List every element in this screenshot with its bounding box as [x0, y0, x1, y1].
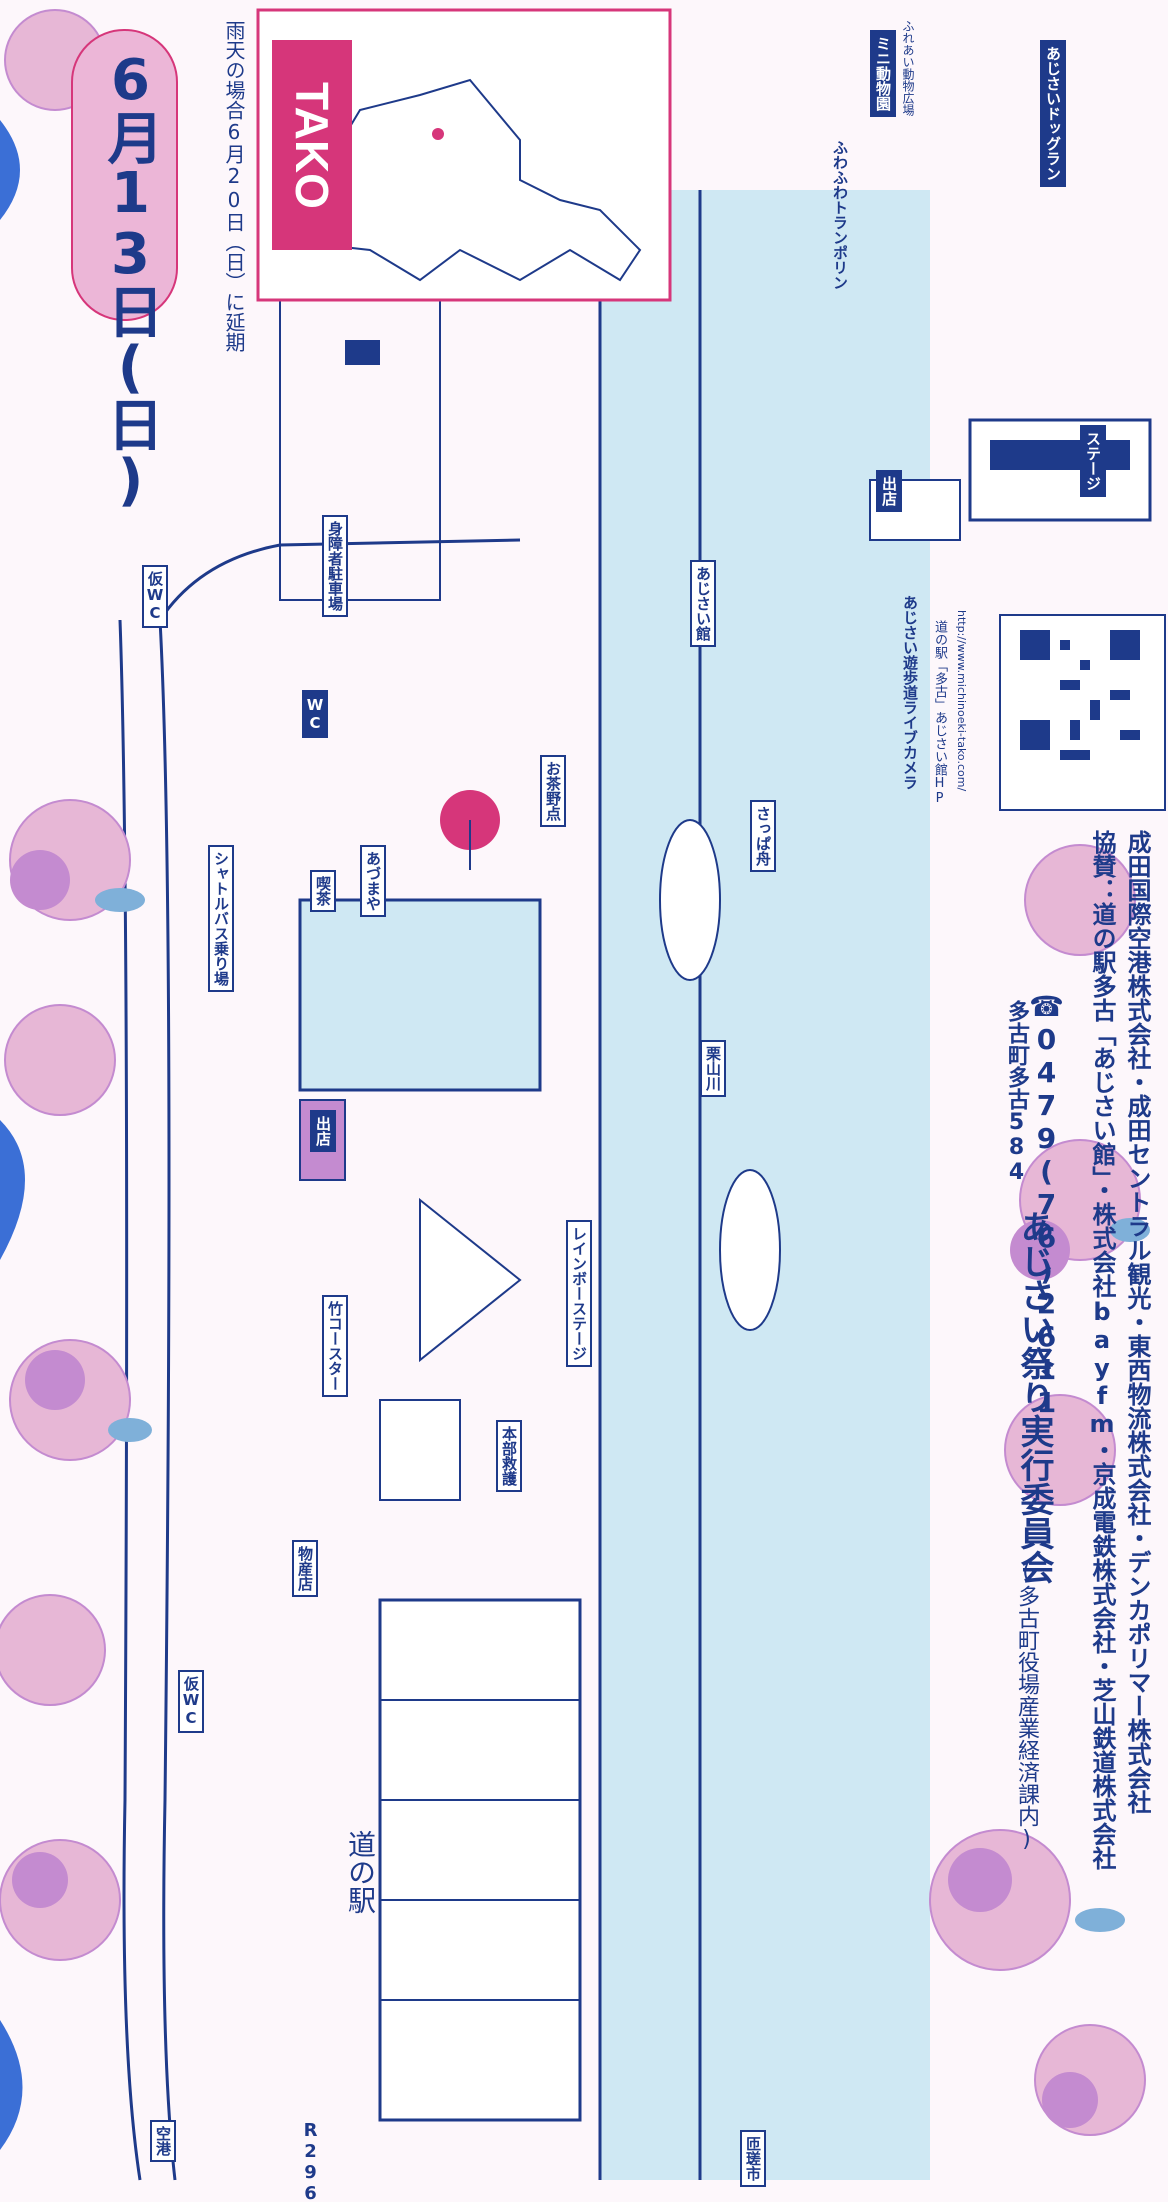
booth-label-1: 出店	[310, 1110, 336, 1152]
rainbow-stage-label: レインボーステージ	[566, 1220, 592, 1367]
route-296-label: R296	[300, 2120, 321, 2202]
sponsors-line-1: 協賛：道の駅多古「あじさい館」・株式会社bayfm・京成電鉄株式会社・芝山鉄道株…	[1088, 830, 1116, 1870]
kenpinten-label: 物産店	[292, 1540, 318, 1597]
ochanodate-label: お茶野点	[540, 755, 566, 827]
hq-rescue-label: 本部救護	[496, 1420, 522, 1492]
michinoeki-label: 道の駅	[344, 1830, 377, 1914]
committee-note: (多古町役場産業経済課内)	[1014, 1560, 1039, 1852]
station-building	[378, 1598, 582, 2122]
qr-line1: 道の駅「多古」あじさい館HP	[932, 620, 947, 806]
azumaya-label: あづまや	[360, 845, 386, 917]
pond	[298, 898, 542, 1092]
mini-zoo-label: ミニ動物園	[870, 30, 896, 117]
qr-caption: あじさい遊歩道ライブカメラ	[901, 595, 919, 790]
booth-label-2: 出店	[876, 470, 902, 512]
temp-wc-label-2: 仮WC	[178, 1670, 204, 1733]
rain-postpone-note: 雨天の場合6月20日（日）に延期	[222, 20, 246, 352]
sponsors-line-2: 成田国際空港株式会社・成田セントラル観光・東西物流株式会社・デンカポリマー株式会…	[1123, 830, 1151, 1814]
kissa-label: 喫茶	[310, 870, 336, 912]
wc-label: WC	[302, 690, 328, 738]
date-badge-bg	[71, 29, 178, 321]
disabled-parking-label: 身障者駐車場	[322, 515, 348, 617]
address: 多古町多古584	[1004, 1000, 1029, 1185]
qr-url[interactable]: http://www.michinoeki-tako.com/	[955, 610, 968, 792]
temp-wc-label-1: 仮WC	[142, 565, 168, 628]
inset-region-outline	[278, 78, 642, 282]
trampoline-label: ふわふわトランポリン	[831, 140, 849, 290]
phone: ☎0479(76)2611	[1030, 990, 1063, 1419]
car-icon	[345, 340, 380, 365]
map-pin-icon	[432, 128, 444, 140]
sappabune-label: さっぱ舟	[750, 800, 776, 872]
takeshi-coaster-label: 竹コースター	[322, 1295, 348, 1397]
to-airport-label: 空港	[150, 2120, 176, 2162]
shuttle-bus-stop-label: シャトルバス乗り場	[208, 845, 234, 992]
mini-zoo-sub-label: ふれあい動物広場	[901, 20, 915, 116]
qr-code	[1020, 630, 1140, 760]
ajisaikan-label: あじさい館	[690, 560, 716, 647]
committee-name: あじさい祭り実行委員会	[1014, 1210, 1054, 1584]
to-sosa-label: 匝瑳市	[740, 2130, 766, 2187]
inset-tako-label: TAKO	[272, 40, 352, 250]
main-road	[158, 619, 177, 2181]
event-date: 6月13日(日)	[98, 48, 163, 509]
dog-run-label: あじさいドッグラン	[1040, 40, 1066, 187]
stage-label: ステージ	[1080, 425, 1106, 497]
kuriyama-river-label: 栗山川	[700, 1040, 726, 1097]
